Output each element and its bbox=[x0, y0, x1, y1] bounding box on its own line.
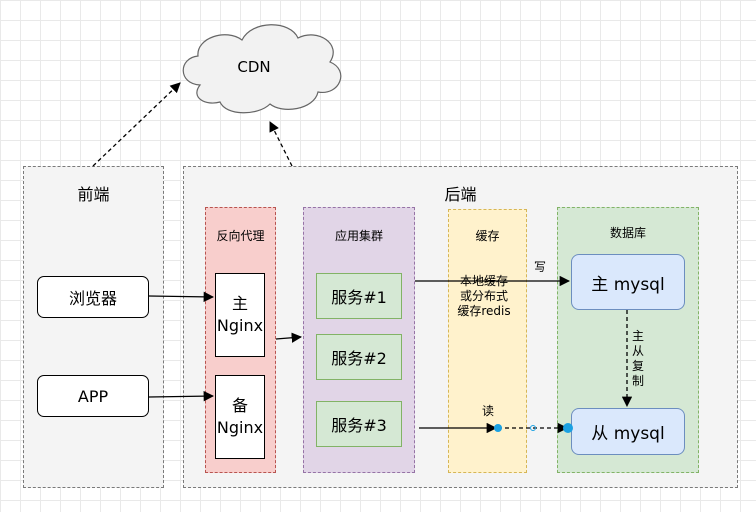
cache-text-3: 缓存redis bbox=[457, 304, 511, 318]
replication-char-2: 从 bbox=[631, 344, 644, 358]
frontend-container: 前端 bbox=[23, 166, 164, 488]
master-mysql-node: 主 mysql bbox=[571, 254, 685, 310]
read-mid-point bbox=[530, 425, 536, 431]
cdn-label: CDN bbox=[237, 58, 270, 76]
main-nginx-line1: 主 bbox=[231, 294, 248, 313]
cache-description: 本地缓存 或分布式 缓存redis bbox=[448, 274, 520, 319]
backend-title: 后端 bbox=[444, 185, 477, 204]
slave-mysql-node: 从 mysql bbox=[571, 408, 685, 455]
database-title: 数据库 bbox=[609, 226, 646, 240]
browser-to-main-nginx-arrow bbox=[148, 291, 215, 303]
frontend-to-cdn-arrow bbox=[92, 82, 181, 167]
service-3-node: 服务#3 bbox=[316, 401, 402, 447]
cache-title: 缓存 bbox=[475, 229, 500, 243]
backup-nginx-node: 备 Nginx bbox=[215, 375, 265, 459]
replication-char-4: 制 bbox=[631, 374, 644, 388]
write-label: 写 bbox=[533, 260, 546, 274]
app-cluster-title: 应用集群 bbox=[334, 229, 383, 243]
replication-label: 主 从 复 制 bbox=[631, 329, 645, 389]
browser-node: 浏览器 bbox=[37, 276, 149, 318]
replication-char-1: 主 bbox=[631, 329, 644, 343]
main-nginx-node: 主 Nginx bbox=[215, 273, 265, 357]
backend-to-cdn-arrow bbox=[269, 121, 293, 167]
read-end-point bbox=[563, 423, 573, 433]
nginx-to-cluster-arrow bbox=[275, 332, 303, 343]
backup-nginx-line1: 备 bbox=[231, 396, 248, 415]
backup-nginx-line2: Nginx bbox=[216, 418, 264, 437]
read-start-point bbox=[494, 424, 502, 432]
frontend-title: 前端 bbox=[77, 185, 110, 204]
app-to-backup-nginx-arrow bbox=[148, 390, 215, 402]
main-nginx-line2: Nginx bbox=[216, 316, 264, 335]
cdn-cloud-icon: CDN bbox=[182, 24, 342, 114]
app-node: APP bbox=[37, 375, 149, 417]
replication-char-3: 复 bbox=[631, 359, 644, 373]
cache-text-2: 或分布式 bbox=[459, 289, 508, 303]
reverse-proxy-title: 反向代理 bbox=[216, 229, 265, 243]
service-2-node: 服务#2 bbox=[316, 334, 402, 380]
read-label: 读 bbox=[481, 404, 494, 418]
service-1-node: 服务#1 bbox=[316, 273, 402, 319]
